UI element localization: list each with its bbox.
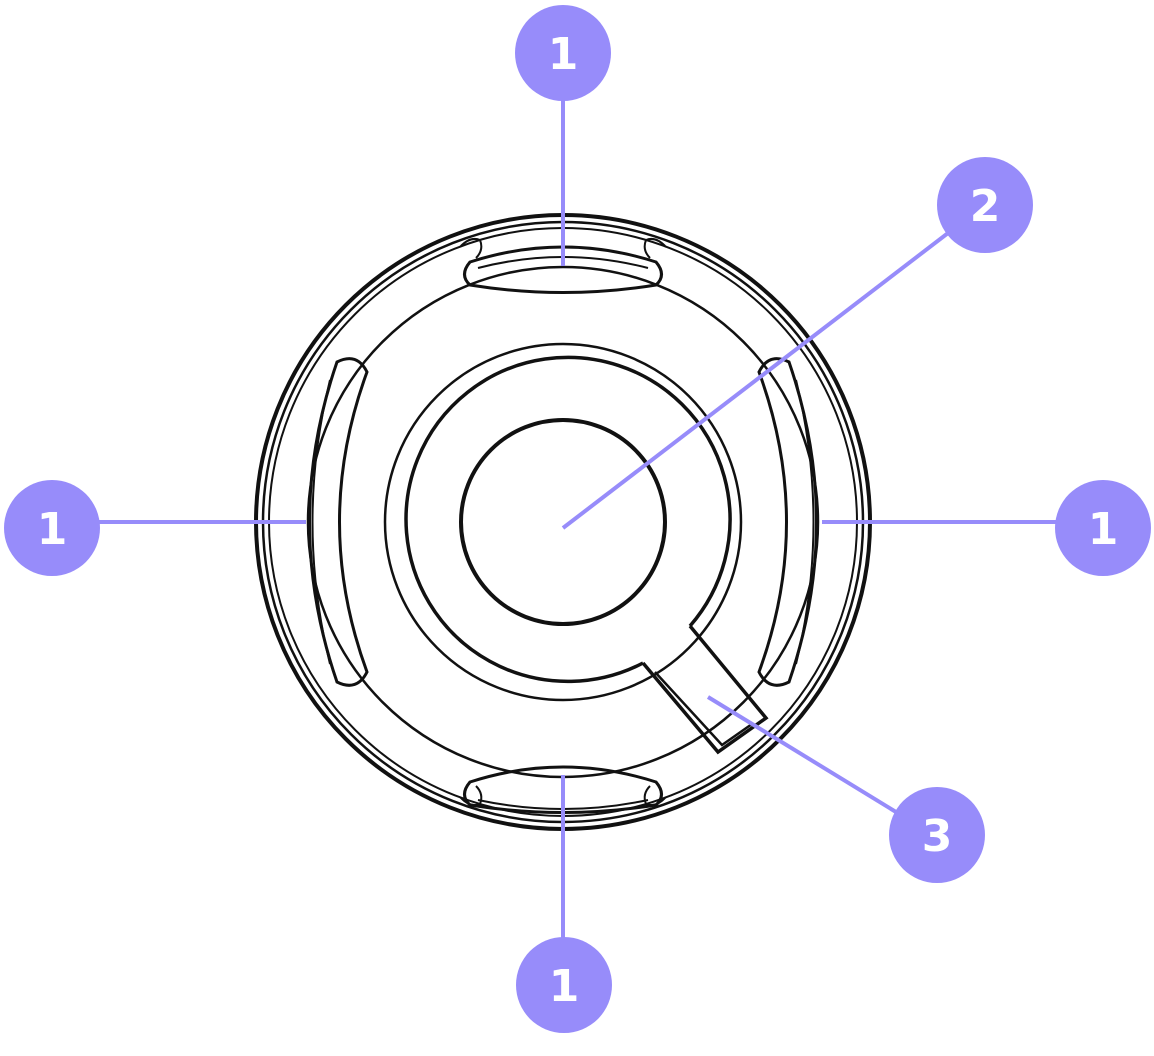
callout-right-label: 1 [1088, 504, 1119, 555]
callout-left: 1 [4, 480, 100, 576]
callout-left-label: 1 [37, 504, 68, 555]
callout-tab-label: 3 [922, 811, 953, 862]
callout-center: 2 [937, 157, 1033, 253]
leader-center [561, 228, 954, 530]
outer-rim-inner [261, 220, 865, 824]
inner-ring [404, 355, 732, 684]
callout-top-label: 1 [548, 29, 579, 80]
outer-rim [254, 213, 872, 831]
center-disc [459, 418, 667, 626]
outer-rim-inner-2 [268, 227, 858, 817]
leader-tab [706, 695, 898, 814]
callout-tab: 3 [889, 787, 985, 883]
device-drawing [254, 213, 872, 831]
leader-lines [98, 100, 1058, 940]
inner-ring-outer [383, 342, 743, 702]
slot-right [757, 357, 818, 687]
callout-center-label: 2 [970, 181, 1001, 232]
tab [641, 624, 769, 755]
callout-bottom: 1 [516, 937, 612, 1033]
slot-left [308, 357, 369, 687]
callout-right: 1 [1055, 480, 1151, 576]
callout-bottom-label: 1 [549, 961, 580, 1012]
callout-top: 1 [515, 5, 611, 101]
